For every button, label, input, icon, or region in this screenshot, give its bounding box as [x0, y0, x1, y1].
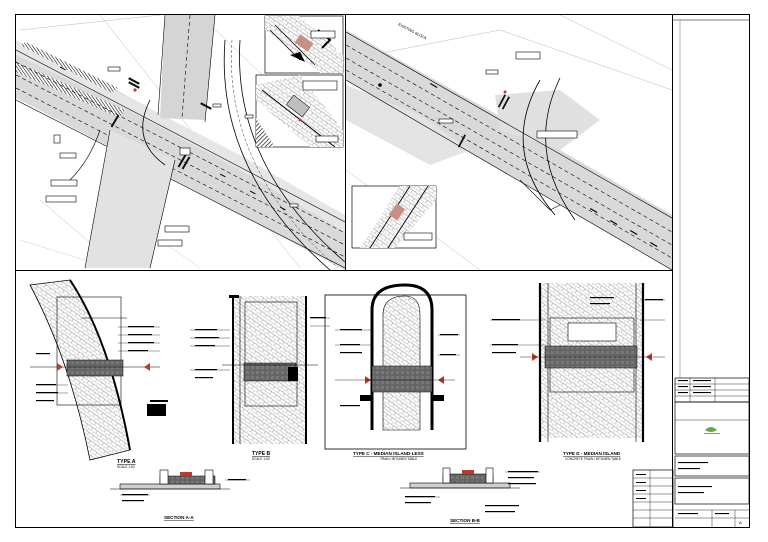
sheet-number: A	[739, 520, 742, 525]
title-block-text-marks	[636, 380, 729, 515]
annotation-text-marks	[36, 297, 663, 513]
type-a-scale: SCALE 1:50	[117, 465, 135, 469]
title-block	[672, 19, 750, 527]
detail-type-c	[324, 283, 467, 450]
detail-type-d	[520, 283, 665, 442]
type-b-scale: SCALE 1:50	[252, 457, 270, 461]
section-bb	[400, 467, 520, 489]
legend-table	[632, 469, 674, 528]
detail-type-b	[222, 295, 318, 444]
type-d-subtitle: CONCRETE TRAIN / BITUMEN TABLE	[565, 457, 621, 461]
company-logo	[704, 427, 720, 434]
type-d-title: TYPE D - MEDIAN ISLAND	[563, 451, 621, 456]
section-aa	[110, 469, 230, 490]
type-a-title: TYPE A	[117, 459, 136, 465]
detail-type-a	[29, 279, 168, 461]
type-b-title: TYPE B	[252, 451, 270, 457]
section-bb-title: SECTION B-B	[450, 518, 481, 523]
type-c-subtitle: TRAIN / BITUMEN TABLE	[380, 457, 417, 461]
plan-view-right: EXISTING BLOCK	[346, 15, 672, 270]
type-c-title: TYPE C - MEDIAN ISLAND-LESS	[353, 451, 424, 456]
section-aa-title: SECTION A-A	[164, 515, 194, 520]
plan-view-left	[16, 15, 345, 270]
